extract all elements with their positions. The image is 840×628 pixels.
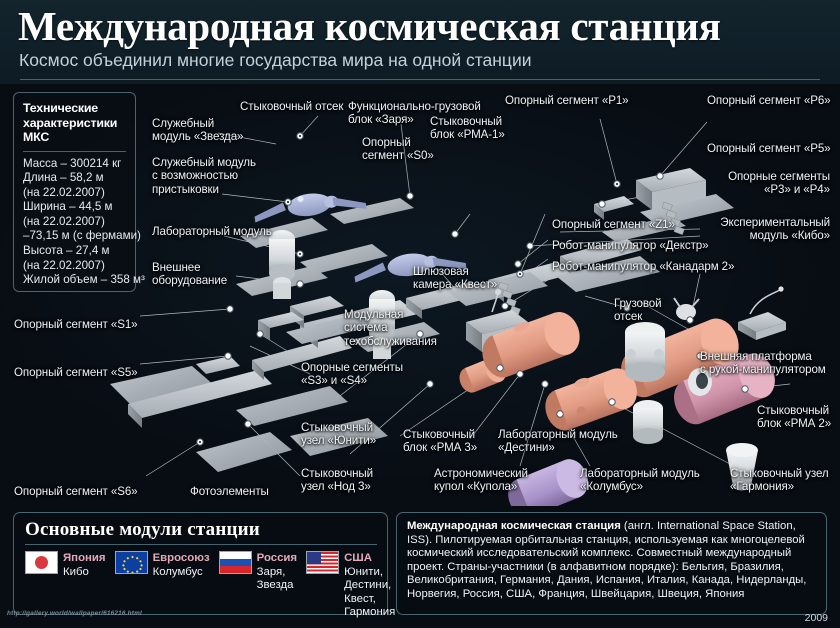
label-truss-s0: Опорный сегмент «S0» [362,136,434,163]
spec-mass: Масса – 300214 кг [23,156,122,170]
spec-length: Длина – 58,2 м [23,171,104,185]
label-destiny: Лабораторный модуль «Дестини» [498,428,618,455]
year-label: 2009 [804,612,828,624]
label-zvezda: Служебный модуль «Звезда» [152,117,244,144]
label-cargo-bay: Грузовой отсек [614,297,662,324]
page-title: Международная космическая станция [18,3,721,49]
label-pma-3: Стыковочный блок «РМА 3» [403,428,478,455]
label-pma-2: Стыковочный блок «РМА 2» [757,404,832,431]
spec-volume: Жилой объем – 358 м³ [23,273,145,287]
legend-flag-list: Япония Кибо [25,551,395,619]
label-kibo: Экспериментальный модуль «Кибо» [720,216,830,243]
page-subtitle: Космос объединил многие государства мира… [19,50,532,70]
label-truss-p3-p4: Опорные сегменты «Р3» и «Р4» [728,170,830,197]
flag-usa-icon [306,551,340,574]
label-fgb-zarya: Функционально-грузовой блок «Заря» [348,100,481,127]
label-harmony: Стыковочный узел «Гармония» [730,467,829,494]
technical-specs-box: Технические характеристики МКС Масса – 3… [13,92,145,292]
header-banner: Международная космическая станция Космос… [0,0,840,84]
legend-modules-eu: Колумбус [152,565,203,578]
legend-divider [25,544,377,545]
label-truss-s1: Опорный сегмент «S1» [14,318,138,331]
legend-title: Основные модули станции [25,519,260,540]
label-external-platform: Внешняя платформа с рукой-манипулятором [700,350,826,377]
flag-russia-icon [218,551,252,574]
technical-specs-title: Технические характеристики МКС [23,101,118,144]
header-divider [20,79,820,80]
diagram-stage: Стыковочный отсек Служебный модуль «Звез… [0,84,840,506]
label-dock-compartment: Стыковочный отсек [240,100,344,113]
description-text: Международная космическая станция (англ.… [407,520,817,602]
label-lab-module: Лабораторный модуль [152,225,272,238]
iss-exploded-view-illustration [110,115,791,506]
label-truss-z1: Опорный сегмент «Z1» [552,218,675,231]
label-canadarm2: Робот-манипулятор «Канадарм 2» [552,260,735,273]
legend-item-russia: Россия Заря, Звезда [218,551,298,592]
legend-item-eu: Евросоюз Колумбус [114,551,210,578]
legend-country-japan: Япония [63,552,106,564]
label-node-3: Стыковочный узел «Нод 3» [301,467,374,494]
spec-width-truss: –73,15 м (с фермами) [23,229,141,243]
label-external-equipment: Внешнее оборудование [152,261,228,288]
label-service-docking: Служебный модуль с возможностью пристыко… [152,156,256,196]
technical-specs-divider [23,150,126,152]
legend-country-eu: Евросоюз [152,552,210,564]
label-truss-s3-s4: Опорные сегменты «S3» и «S4» [301,361,403,388]
legend-country-usa: США [344,552,372,564]
flag-japan-icon [25,551,58,574]
main-modules-legend-panel: Основные модули станции Япония Кибо [13,512,395,618]
spec-height-date: (на 22.02.2007) [23,258,105,272]
label-truss-p5: Опорный сегмент «Р5» [707,142,831,155]
label-truss-p1: Опорный сегмент «Р1» [505,94,629,107]
spec-height: Высота – 27,4 м [23,244,110,258]
label-truss-p6: Опорный сегмент «Р6» [707,94,831,107]
legend-country-russia: Россия [256,552,298,564]
label-unity: Стыковочный узел «Юнити» [301,421,377,448]
source-watermark: http://gallery.world/wallpaper/616216.ht… [7,610,142,617]
spec-width: Ширина – 44,5 м [23,200,113,214]
label-solar-cells: Фотоэлементы [190,485,269,498]
description-panel: Международная космическая станция (англ.… [396,512,827,615]
spec-length-date: (на 22.02.2007) [23,185,105,199]
label-quest-airlock: Шлюзовая камера «Квест» [413,265,498,292]
flag-eu-icon [114,551,148,574]
label-cupola: Астрономический купол «Купола» [434,467,528,494]
label-columbus: Лабораторный модуль «Колумбус» [580,467,700,494]
spec-width-date: (на 22.02.2007) [23,214,105,228]
label-dextre: Робот-манипулятор «Декстр» [552,239,709,252]
legend-item-japan: Япония Кибо [25,551,106,578]
label-maintenance-system: Модульная система техобслуживания [344,308,437,348]
label-pma-1: Стыковочный блок «РМА-1» [430,115,505,142]
legend-modules-russia: Заря, Звезда [256,565,294,592]
legend-modules-japan: Кибо [63,565,89,578]
description-lead: Международная космическая станция [407,520,621,532]
legend-item-usa: США Юнити, Дестини, Квест, Гармония [306,551,395,619]
label-truss-s5: Опорный сегмент «S5» [14,366,138,379]
description-body: (англ. International Space Station, ISS)… [407,520,807,600]
legend-modules-usa: Юнити, Дестини, Квест, Гармония [344,565,396,619]
label-truss-s6: Опорный сегмент «S6» [14,485,138,498]
